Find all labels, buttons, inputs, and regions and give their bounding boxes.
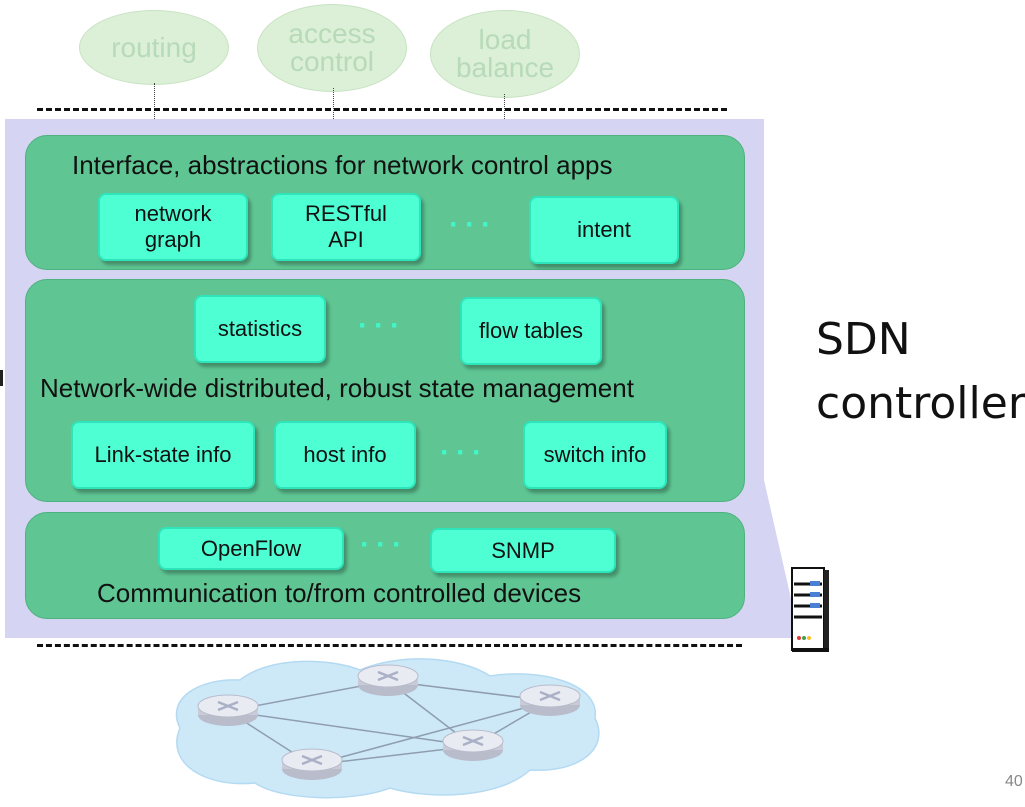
router-icon	[281, 748, 343, 780]
sdn-label-line2: controller	[816, 378, 1025, 429]
app-load-balance: load balance	[430, 10, 580, 98]
router-icon	[197, 694, 259, 726]
app-routing: routing	[79, 10, 229, 85]
northbound-boundary	[37, 108, 727, 111]
router-icon	[519, 684, 581, 716]
chip-statistics: statistics	[194, 295, 326, 363]
northbound-title: Interface, abstractions for network cont…	[72, 150, 613, 180]
router-icon	[442, 729, 504, 761]
app-access-control: access control	[257, 4, 407, 92]
chip-statistics-label: statistics	[217, 316, 303, 341]
chip-restful-api: RESTful API	[271, 193, 421, 261]
chip-intent-label: intent	[577, 217, 631, 242]
app-access-control-label: access control	[288, 18, 376, 77]
chip-flow-tables-label: flow tables	[479, 318, 583, 343]
sdn-label-line1: SDN	[816, 314, 911, 365]
northbound-ellipsis: ···	[449, 208, 497, 241]
southbound-boundary	[37, 644, 742, 647]
chip-host-info-label: host info	[303, 442, 387, 467]
server-icon	[791, 567, 829, 652]
chip-network-graph: network graph	[98, 193, 248, 261]
state-top-ellipsis: ···	[358, 309, 406, 342]
chip-openflow: OpenFlow	[158, 527, 344, 570]
southbound-ellipsis: ···	[360, 528, 408, 561]
southbound-layer	[25, 512, 745, 619]
chip-link-state-info-label: Link-state info	[94, 442, 232, 467]
app-load-balance-label: load balance	[455, 24, 555, 83]
page-number: 40	[1005, 773, 1023, 790]
chip-snmp: SNMP	[430, 528, 616, 573]
southbound-title: Communication to/from controlled devices	[97, 578, 582, 608]
connector-access-control	[333, 88, 334, 135]
chip-snmp-label: SNMP	[491, 537, 555, 563]
state-title: Network-wide distributed, robust state m…	[40, 373, 634, 403]
connector-load-balance	[504, 94, 505, 135]
app-routing-label: routing	[111, 31, 197, 63]
chip-restful-api-label: RESTful API	[305, 201, 387, 252]
chip-link-state-info: Link-state info	[71, 421, 255, 489]
chip-openflow-label: OpenFlow	[200, 535, 302, 561]
state-bottom-ellipsis: ···	[440, 436, 488, 469]
chip-network-graph-label: network graph	[134, 201, 212, 252]
chip-flow-tables: flow tables	[460, 297, 602, 365]
edge-mark	[0, 370, 3, 386]
chip-host-info: host info	[274, 421, 416, 489]
chip-intent: intent	[529, 196, 679, 264]
chip-switch-info-label: switch info	[543, 442, 647, 467]
network-cloud	[175, 658, 600, 799]
router-icon	[357, 664, 419, 696]
chip-switch-info: switch info	[523, 421, 667, 489]
